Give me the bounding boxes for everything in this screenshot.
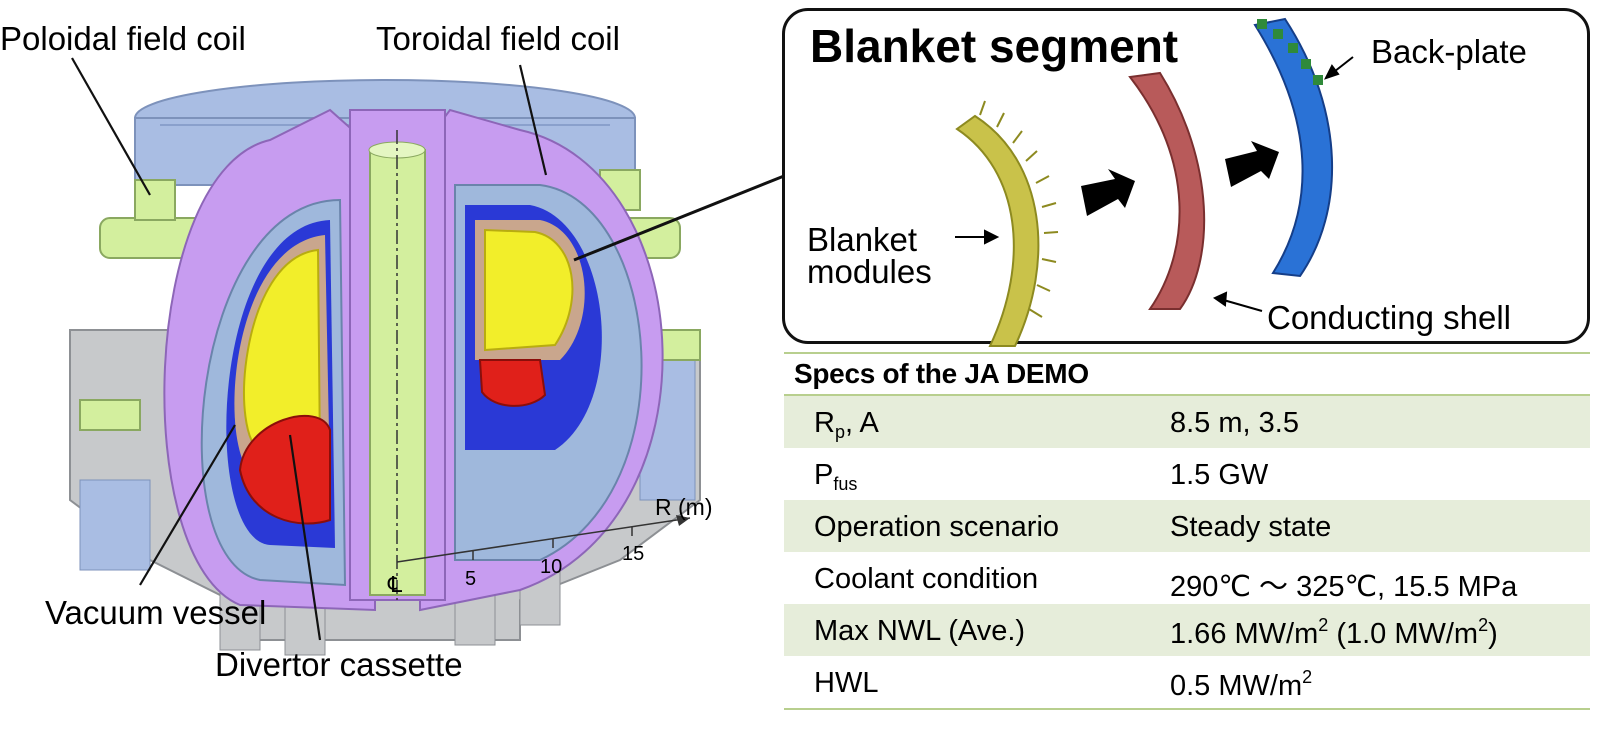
blanket-segment-illustration: [955, 17, 1354, 347]
axis-unit-label: R (m): [655, 494, 713, 520]
label-back-plate: Back-plate: [1371, 33, 1527, 70]
specs-table: Specs of the JA DEMO Rp, A 8.5 m, 3.5 Pf…: [784, 352, 1590, 710]
divertor-cassette: [238, 359, 547, 525]
spec-key: Pfus: [814, 459, 858, 494]
back-plate-shape: [1253, 17, 1334, 278]
spec-key: Coolant condition: [814, 563, 1039, 595]
spec-key: HWL: [814, 667, 879, 699]
table-row: Rp, A 8.5 m, 3.5: [784, 396, 1590, 448]
axis-tick-label-15: 15: [622, 543, 645, 565]
spec-key: Rp, A: [814, 407, 879, 442]
breeding-blanket: [234, 220, 585, 482]
label-vacuum-vessel: Vacuum vessel: [45, 594, 267, 631]
leader-lines: [71, 57, 548, 641]
spec-value: 0.5 MW/m2: [1170, 667, 1313, 702]
spec-key: Max NWL (Ave.): [814, 615, 1026, 647]
axis-tick-label-5: 5: [465, 568, 477, 590]
blanket-segment-panel: Blanket segment Blanket modules Conducti…: [782, 8, 1590, 347]
arrow-shell-to-backplate: [1225, 141, 1279, 187]
label-arrows: [955, 56, 1354, 312]
spec-value: Steady state: [1170, 511, 1332, 543]
table-row: Operation scenario Steady state: [784, 500, 1590, 552]
blanket-modules-shape: [955, 100, 1059, 347]
arrow-modules-to-shell: [1081, 169, 1135, 216]
table-row: Coolant condition 290℃ ～ 325℃, 15.5 MPa: [784, 552, 1590, 604]
reactor-cutaway-diagram: [69, 57, 701, 656]
label-blanket-modules-line1: Blanket: [807, 221, 918, 258]
label-poloidal-field-coil: Poloidal field coil: [0, 20, 246, 57]
label-divertor-cassette: Divertor cassette: [215, 646, 463, 683]
callout-line: [573, 174, 785, 262]
blanket-segment-title: Blanket segment: [810, 20, 1179, 72]
spec-value: 290℃ ～ 325℃, 15.5 MPa: [1170, 571, 1518, 603]
label-conducting-shell: Conducting shell: [1267, 299, 1511, 336]
spec-value: 1.5 GW: [1170, 459, 1269, 491]
table-row: HWL 0.5 MW/m2: [784, 656, 1590, 708]
port-left: [79, 479, 151, 571]
label-toroidal-field-coil: Toroidal field coil: [376, 20, 620, 57]
centerline-symbol: ℄: [388, 572, 403, 597]
radius-axis: [396, 130, 691, 600]
table-row: Pfus 1.5 GW: [784, 448, 1590, 500]
spec-value: 8.5 m, 3.5: [1170, 407, 1299, 439]
axis-tick-label-10: 10: [540, 556, 563, 578]
spec-value: 1.66 MW/m2 (1.0 MW/m2): [1170, 615, 1498, 650]
specs-table-caption: Specs of the JA DEMO: [784, 352, 1590, 396]
label-blanket-modules-line2: modules: [807, 253, 932, 290]
spec-key: Operation scenario: [814, 511, 1060, 543]
conducting-shell-shape: [1128, 71, 1206, 310]
specs-table-bottom-rule: [784, 708, 1590, 710]
table-row: Max NWL (Ave.) 1.66 MW/m2 (1.0 MW/m2): [784, 604, 1590, 656]
